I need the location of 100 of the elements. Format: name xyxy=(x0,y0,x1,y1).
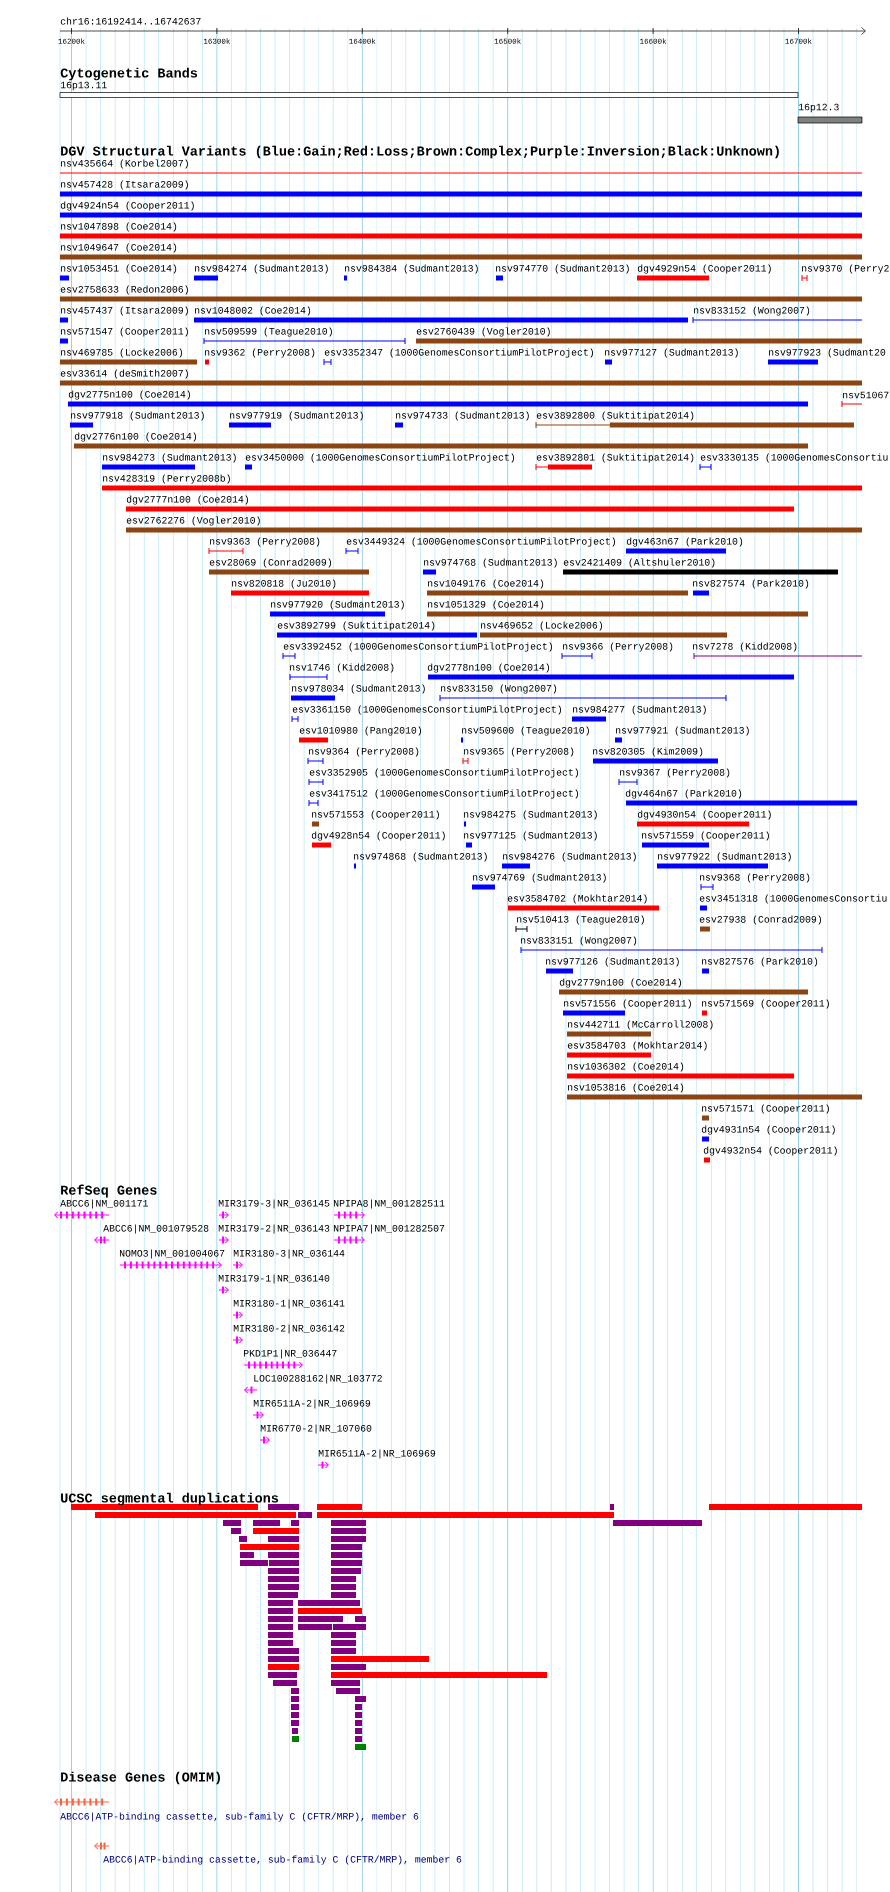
variant-label: dgv4928n54 (Cooper2011) xyxy=(311,831,445,841)
variant-label: esv3584702 (Mokhtar2014) xyxy=(507,894,647,904)
gene-label: NPIPA7|NM_001282507 xyxy=(333,1224,445,1234)
variant-label: nsv9367 (Perry2008) xyxy=(620,768,730,778)
variant-label: esv3892801 (Suktitipat2014) xyxy=(536,453,694,463)
variant-label: nsv977918 (Sudmant2013) xyxy=(71,411,204,421)
variant-label: esv3352347 (1000GenomesConsortiumPilotProject) xyxy=(324,348,594,358)
variant-label: nsv457428 (Itsara2009) xyxy=(61,180,188,190)
variant-label: esv33614 (deSmith2007) xyxy=(60,369,188,379)
gene-label: MIR3180-2|NR_036142 xyxy=(233,1324,345,1334)
variant-label: nsv469785 (Locke2006) xyxy=(61,348,183,358)
variant-label: nsv1047898 (Coe2014) xyxy=(61,222,177,232)
gene-label: MIR3179-3|NR_036145 xyxy=(218,1199,330,1209)
variant-label: esv3392452 (1000GenomesConsortiumPilotProject) xyxy=(283,642,553,652)
variant-label: nsv984277 (Sudmant2013) xyxy=(573,705,706,715)
variant-label: nsv571556 (Cooper2011) xyxy=(564,999,691,1009)
variant-label: esv3892800 (Suktitipat2014) xyxy=(536,411,694,421)
variant-label: nsv571559 (Cooper2011) xyxy=(642,831,769,841)
track-title: Cytogenetic Bands xyxy=(60,67,198,81)
variant-label: nsv571569 (Cooper2011) xyxy=(702,999,829,1009)
variant-label: esv27938 (Conrad2009) xyxy=(699,915,822,925)
variant-label: esv3330135 (1000GenomesConsortiu xyxy=(700,453,888,463)
variant-label: esv2762276 (Vogler2010) xyxy=(126,516,260,526)
variant-label: nsv984276 (Sudmant2013) xyxy=(503,852,636,862)
variant-label: nsv571547 (Cooper2011) xyxy=(61,327,188,337)
gene-label: ABCC6|NM_001171 xyxy=(60,1199,148,1209)
variant-label: dgv4929n54 (Cooper2011) xyxy=(637,264,771,274)
gene-label: MIR3179-1|NR_036140 xyxy=(218,1274,330,1284)
variant-label: nsv977126 (Sudmant2013) xyxy=(546,957,679,967)
variant-label: nsv1049176 (Coe2014) xyxy=(428,579,544,589)
gene-label: ABCC6|NM_001079528 xyxy=(103,1224,209,1234)
band-label: 16p13.11 xyxy=(60,81,107,91)
variant-label: dgv2775n100 (Coe2014) xyxy=(68,390,191,400)
variant-label: nsv984275 (Sudmant2013) xyxy=(464,810,597,820)
variant-label: nsv509600 (Teague2010) xyxy=(462,726,589,736)
variant-label: nsv977920 (Sudmant2013) xyxy=(271,600,404,610)
variant-label: esv2760439 (Vogler2010) xyxy=(416,327,550,337)
gene-label: MIR6511A-2|NR_106969 xyxy=(253,1399,371,1409)
variant-label: nsv510413 (Teague2010) xyxy=(517,915,644,925)
variant-label: dgv4931n54 (Cooper2011) xyxy=(701,1125,835,1135)
variant-label: esv3451318 (1000GenomesConsortiu xyxy=(699,894,887,904)
variant-label: nsv820818 (Ju2010) xyxy=(232,579,336,589)
variant-label: esv3450000 (1000GenomesConsortiumPilotProject) xyxy=(245,453,515,463)
variant-label: nsv974770 (Sudmant2013) xyxy=(496,264,629,274)
variant-label: nsv1053816 (Coe2014) xyxy=(568,1083,684,1093)
variant-label: nsv9368 (Perry2008) xyxy=(700,873,810,883)
variant-label: nsv435664 (Korbel2007) xyxy=(61,159,188,169)
variant-label: nsv978034 (Sudmant2013) xyxy=(292,684,425,694)
gene-label: PKD1P1|NR_036447 xyxy=(243,1349,337,1359)
variant-label: nsv7278 (Kidd2008) xyxy=(693,642,797,652)
track-title: RefSeq Genes xyxy=(61,1184,157,1198)
variant-label: nsv974768 (Sudmant2013) xyxy=(424,558,557,568)
variant-label: nsv974868 (Sudmant2013) xyxy=(354,852,487,862)
track-title: UCSC segmental duplications xyxy=(61,1492,279,1506)
band-label: 16p12.3 xyxy=(798,103,839,113)
variant-label: dgv4924n54 (Cooper2011) xyxy=(60,201,194,211)
track-title: DGV Structural Variants (Blue:Gain;Red:Loss;Brown:Complex;Purple:Inversion;Black:Unknown) xyxy=(61,145,779,159)
variant-label: nsv469652 (Locke2006) xyxy=(481,621,603,631)
variant-label: esv3352905 (1000GenomesConsortiumPilotProject) xyxy=(309,768,579,778)
variant-label: nsv9364 (Perry2008) xyxy=(309,747,419,757)
variant-label: nsv9362 (Perry2008) xyxy=(205,348,315,358)
variant-label: dgv2777n100 (Coe2014) xyxy=(126,495,249,505)
variant-label: nsv571571 (Cooper2011) xyxy=(702,1104,829,1114)
variant-label: dgv4930n54 (Cooper2011) xyxy=(637,810,771,820)
variant-label: nsv51067 xyxy=(843,391,889,399)
variant-label: esv28069 (Conrad2009) xyxy=(209,558,332,568)
variant-label: esv3892799 (Suktitipat2014) xyxy=(277,621,435,631)
disease-gene-label: ABCC6|ATP-binding cassette, sub-family C (CFTR/MRP), member 6 xyxy=(60,1812,419,1822)
variant-label: esv2421409 (Altshuler2010) xyxy=(563,558,715,568)
gene-label: NOMO3|NM_001004067 xyxy=(119,1249,225,1259)
variant-label: nsv9366 (Perry2008) xyxy=(563,642,673,652)
variant-label: nsv977921 (Sudmant2013) xyxy=(616,726,749,736)
variant-label: nsv1051329 (Coe2014) xyxy=(428,600,544,610)
variant-label: esv3449324 (1000GenomesConsortiumPilotProject) xyxy=(346,537,616,547)
disease-gene-label: ABCC6|ATP-binding cassette, sub-family C (CFTR/MRP), member 6 xyxy=(103,1855,462,1865)
variant-label: nsv827576 (Park2010) xyxy=(702,957,818,967)
variant-label: dgv4932n54 (Cooper2011) xyxy=(703,1146,837,1156)
variant-label: nsv984274 (Sudmant2013) xyxy=(195,264,328,274)
variant-label: nsv984273 (Sudmant2013) xyxy=(103,453,236,463)
variant-label: nsv9365 (Perry2008) xyxy=(464,747,574,757)
variant-label: dgv463n67 (Park2010) xyxy=(626,537,743,547)
position-label: chr16:16192414..16742637 xyxy=(60,17,201,25)
variant-label: nsv457437 (Itsara2009) xyxy=(61,306,188,316)
track-title: Disease Genes (OMIM) xyxy=(61,1771,220,1785)
variant-label: nsv1036302 (Coe2014) xyxy=(568,1062,684,1072)
variant-label: dgv2776n100 (Coe2014) xyxy=(74,432,197,442)
variant-label: nsv571553 (Cooper2011) xyxy=(312,810,439,820)
variant-label: nsv509599 (Teague2010) xyxy=(205,327,332,337)
variant-label: nsv1048002 (Coe2014) xyxy=(195,306,311,316)
variant-label: nsv1053451 (Coe2014) xyxy=(61,264,177,274)
variant-label: nsv833152 (Wong2007) xyxy=(694,306,810,316)
variant-label: esv1010980 (Pang2010) xyxy=(299,726,422,736)
variant-label: nsv977125 (Sudmant2013) xyxy=(464,831,597,841)
gene-label: MIR3179-2|NR_036143 xyxy=(218,1224,330,1234)
variant-label: nsv977919 (Sudmant2013) xyxy=(230,411,363,421)
gene-label: NPIPA8|NM_001282511 xyxy=(333,1199,445,1209)
variant-label: nsv9363 (Perry2008) xyxy=(210,537,320,547)
variant-label: nsv827574 (Park2010) xyxy=(693,579,809,589)
gene-label: MIR6511A-2|NR_106969 xyxy=(318,1449,436,1459)
variant-label: nsv833150 (Wong2007) xyxy=(441,684,557,694)
